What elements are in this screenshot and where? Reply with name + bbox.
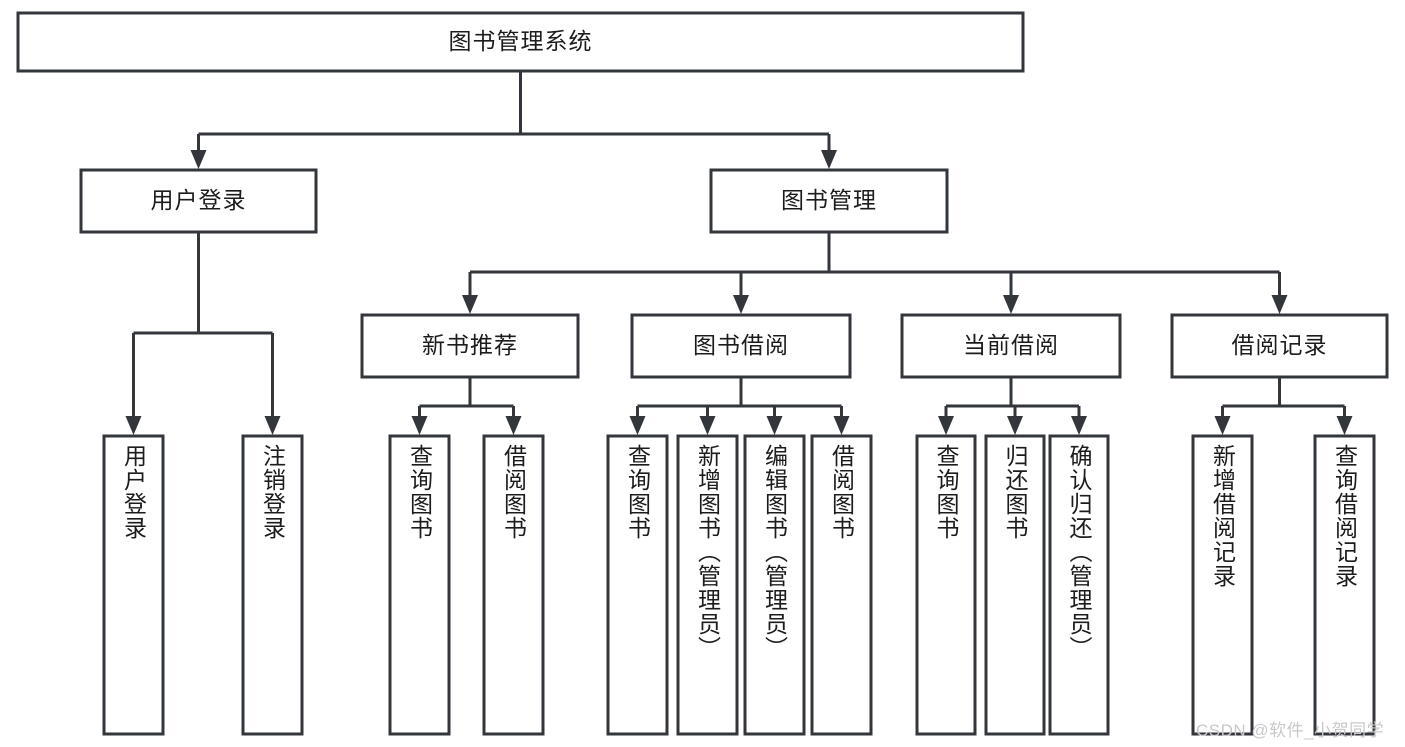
node-box[interactable] <box>810 434 873 736</box>
node-box[interactable] <box>16 11 1025 73</box>
arrow-head-icon <box>462 295 478 314</box>
node-box[interactable] <box>984 434 1046 736</box>
arrow-head-icon <box>821 150 837 169</box>
node-box[interactable] <box>1048 434 1110 736</box>
node-box[interactable] <box>606 434 669 736</box>
arrow-head-icon <box>766 416 783 435</box>
node-box[interactable] <box>1170 313 1389 379</box>
arrow-head-icon <box>938 416 954 435</box>
arrow-head-icon <box>733 295 749 314</box>
arrow-head-icon <box>629 416 646 435</box>
node-box[interactable] <box>79 168 318 234</box>
node-box[interactable] <box>1313 434 1376 736</box>
arrow-head-icon <box>505 416 522 435</box>
node-box[interactable] <box>630 313 852 379</box>
arrow-head-icon <box>1003 295 1019 314</box>
node-box[interactable] <box>743 434 806 736</box>
node-box[interactable] <box>1191 434 1254 736</box>
csdn-watermark: CSDN @软件_小贺同学 <box>1196 721 1385 740</box>
node-box[interactable] <box>360 313 580 379</box>
arrow-head-icon <box>699 416 716 435</box>
arrow-head-icon <box>1071 416 1087 435</box>
arrow-head-icon <box>264 416 281 435</box>
arrow-head-icon <box>1271 295 1288 314</box>
node-box[interactable] <box>482 434 545 736</box>
arrow-head-icon <box>190 150 207 169</box>
node-box[interactable] <box>915 434 977 736</box>
arrow-head-icon <box>411 416 428 435</box>
node-box[interactable] <box>241 434 304 736</box>
node-box[interactable] <box>676 434 739 736</box>
arrow-head-icon <box>1214 416 1231 435</box>
node-box-layer <box>16 11 1389 736</box>
node-box[interactable] <box>388 434 451 736</box>
connector-layer <box>125 71 1353 435</box>
node-box[interactable] <box>102 434 165 736</box>
node-box[interactable] <box>900 313 1122 379</box>
arrow-head-icon <box>1336 416 1353 435</box>
arrow-head-icon <box>833 416 850 435</box>
node-box[interactable] <box>709 168 949 234</box>
arrow-head-icon <box>125 416 142 435</box>
arrow-head-icon <box>1007 416 1023 435</box>
